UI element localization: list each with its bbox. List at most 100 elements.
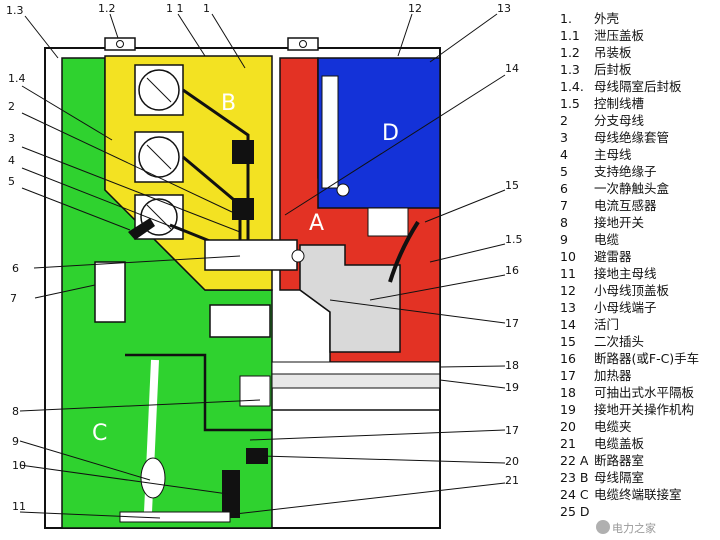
lifting-hole-right [299,40,307,48]
legend-item-number: 1. [560,11,572,26]
zone-label-b: B [221,91,236,116]
legend-item: 5 支持绝缘子 [560,163,657,180]
legend-item-text: 电缆终端联接室 [594,487,682,502]
cable-termination [140,457,166,499]
legend-item-text: 泄压盖板 [594,28,645,43]
legend-item-number: 1.3 [560,62,580,77]
support-insulator-1 [232,140,254,164]
legend-item: 9 电缆 [560,231,619,248]
callout-17b: 17 [505,424,519,437]
horizontal-partition [271,361,441,375]
legend-item-number: 14 [560,317,576,332]
legend-item: 1. 外壳 [560,10,619,27]
legend-item: 19 接地开关操作机构 [560,401,694,418]
callout-7: 7 [10,292,17,305]
legend-item-text: 接地开关操作机构 [594,402,695,417]
cable-clamp [246,448,268,464]
legend-item-text: 活门 [594,317,620,332]
callout-1: 1 [203,2,210,15]
legend-item-text: 电缆 [594,232,620,247]
watermark: 电力之家 [612,522,656,535]
callout-12: 12 [408,2,422,15]
legend-item-text: 加热器 [594,368,632,383]
callout-5: 5 [8,175,15,188]
legend-item: 21 电缆盖板 [560,435,644,452]
callout-19: 19 [505,381,519,394]
legend-item-text: 小母线顶盖板 [594,283,670,298]
legend-item-text: 支持绝缘子 [594,164,657,179]
legend-item-number: 1.2 [560,45,580,60]
legend-item-text: 主母线 [594,147,632,162]
legend-item-number: 9 [560,232,568,247]
callout-1-5: 1.5 [505,233,523,246]
earthing-switch [125,353,272,432]
callout-21: 21 [505,474,519,487]
callout-2: 2 [8,100,15,113]
legend-item-number: 10 [560,249,576,264]
legend-item-text: 后封板 [594,62,632,77]
callout-16: 16 [505,264,519,277]
leader-lines [19,13,506,519]
legend-item-number: 23 B [560,470,589,485]
legend-item: 1.3 后封板 [560,61,632,78]
legend-item-text: 母线隔室后封板 [594,79,682,94]
legend-item-number: 19 [560,402,576,417]
callout-8: 8 [12,405,19,418]
legend-item-text: 电流互感器 [594,198,657,213]
current-transformer-2 [209,304,271,338]
surge-arrester [222,470,240,518]
callout-18: 18 [505,359,519,372]
legend-item-number: 21 [560,436,576,451]
lv-terminal-strip [321,75,339,189]
zone-label-a: A [309,211,324,236]
lifting-hole-left [116,40,124,48]
legend-item-text: 母线绝缘套管 [594,130,670,145]
legend-item-number: 20 [560,419,576,434]
legend-item-text: 控制线槽 [594,96,645,111]
legend-item: 22 A 断路器室 [560,452,644,469]
callout-1-1: 1 1 [166,2,184,15]
legend-item-text: 接地主母线 [594,266,657,281]
legend-item-text: 断路器(或F-C)手车 [594,351,700,366]
legend-item-text: 断路器室 [594,453,645,468]
secondary-plug [367,207,409,237]
legend-item-text: 可抽出式水平隔板 [594,385,695,400]
legend-item-number: 17 [560,368,576,383]
legend-item: 23 B 母线隔室 [560,469,644,486]
earthing-main-busbar [119,511,231,523]
switchgear-cross-section: B D A C [6,2,523,529]
legend-item-number: 2 [560,113,568,128]
legend-item-number: 5 [560,164,568,179]
legend-item-number: 24 C [560,487,589,502]
legend-item: 17 加热器 [560,367,632,384]
legend-item: 14 活门 [560,316,619,333]
legend-item-text: 接地开关 [594,215,645,230]
callout-13: 13 [497,2,511,15]
legend-item-number: 22 A [560,453,589,468]
legend-item-text: 电缆盖板 [594,436,645,451]
legend-item-text: 外壳 [594,11,620,26]
legend-item: 1.4.母线隔室后封板 [560,78,682,95]
callout-17a: 17 [505,317,519,330]
legend-item-text: 分支母线 [594,113,645,128]
legend-item: 24 C 电缆终端联接室 [560,486,682,503]
legend-item-text: 母线隔室 [594,470,645,485]
callout-14: 14 [505,62,519,75]
legend-item-text: 电缆夹 [594,419,632,434]
lv-indicator [336,183,350,197]
callout-1-2: 1.2 [98,2,116,15]
primary-contact-box [204,239,298,271]
callout-20: 20 [505,455,519,468]
callout-4: 4 [8,154,15,167]
callout-6: 6 [12,262,19,275]
